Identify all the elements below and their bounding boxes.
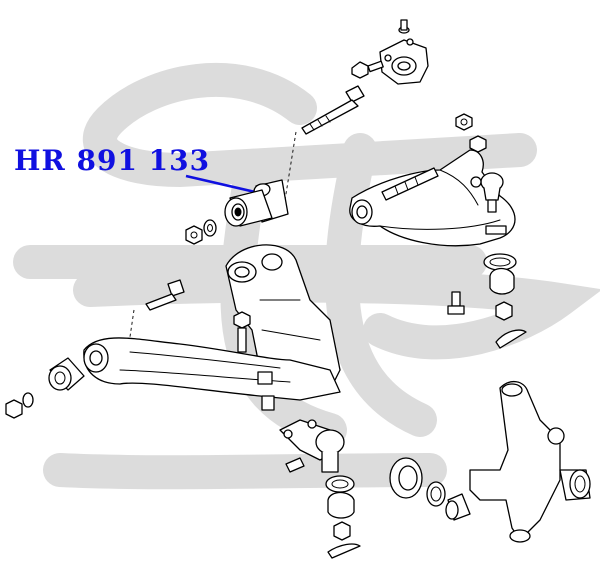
lower-ball-joint (279, 419, 345, 473)
frame-bracket (225, 244, 341, 393)
washer (203, 219, 217, 237)
washer (22, 392, 34, 408)
leader-line (185, 174, 256, 194)
bolt (285, 457, 305, 473)
pivot-bolt (284, 85, 365, 201)
washer (426, 481, 446, 507)
lower-control-arm (83, 337, 341, 411)
hex-nut (185, 225, 203, 245)
dust-boot (489, 267, 515, 295)
lock-nut (469, 135, 487, 153)
upper-ball-joint (470, 172, 504, 213)
cotter-pin (495, 329, 527, 349)
control-arm-bushing (224, 179, 289, 227)
lower-pivot-bolt (127, 279, 185, 351)
bolt (447, 291, 465, 315)
dust-boot (327, 491, 355, 519)
oil-seal (389, 457, 423, 499)
bolt (233, 311, 251, 353)
castle-nut (333, 521, 351, 541)
seal-ring (483, 253, 517, 271)
hex-nut (5, 399, 23, 419)
knuckle-bushing (445, 493, 471, 521)
lower-bushing (48, 357, 85, 391)
steering-knuckle (469, 381, 591, 543)
lock-nut (455, 113, 473, 131)
ball-joint-mount-plate (379, 19, 429, 85)
hex-bolt (351, 60, 384, 79)
brand-logo-watermark (13, 63, 600, 490)
cotter-pin (327, 543, 361, 559)
upper-control-arm (349, 149, 516, 247)
part-number-label: HR 891 133 (14, 144, 211, 177)
castle-nut (495, 301, 513, 321)
seal-ring (325, 475, 355, 493)
